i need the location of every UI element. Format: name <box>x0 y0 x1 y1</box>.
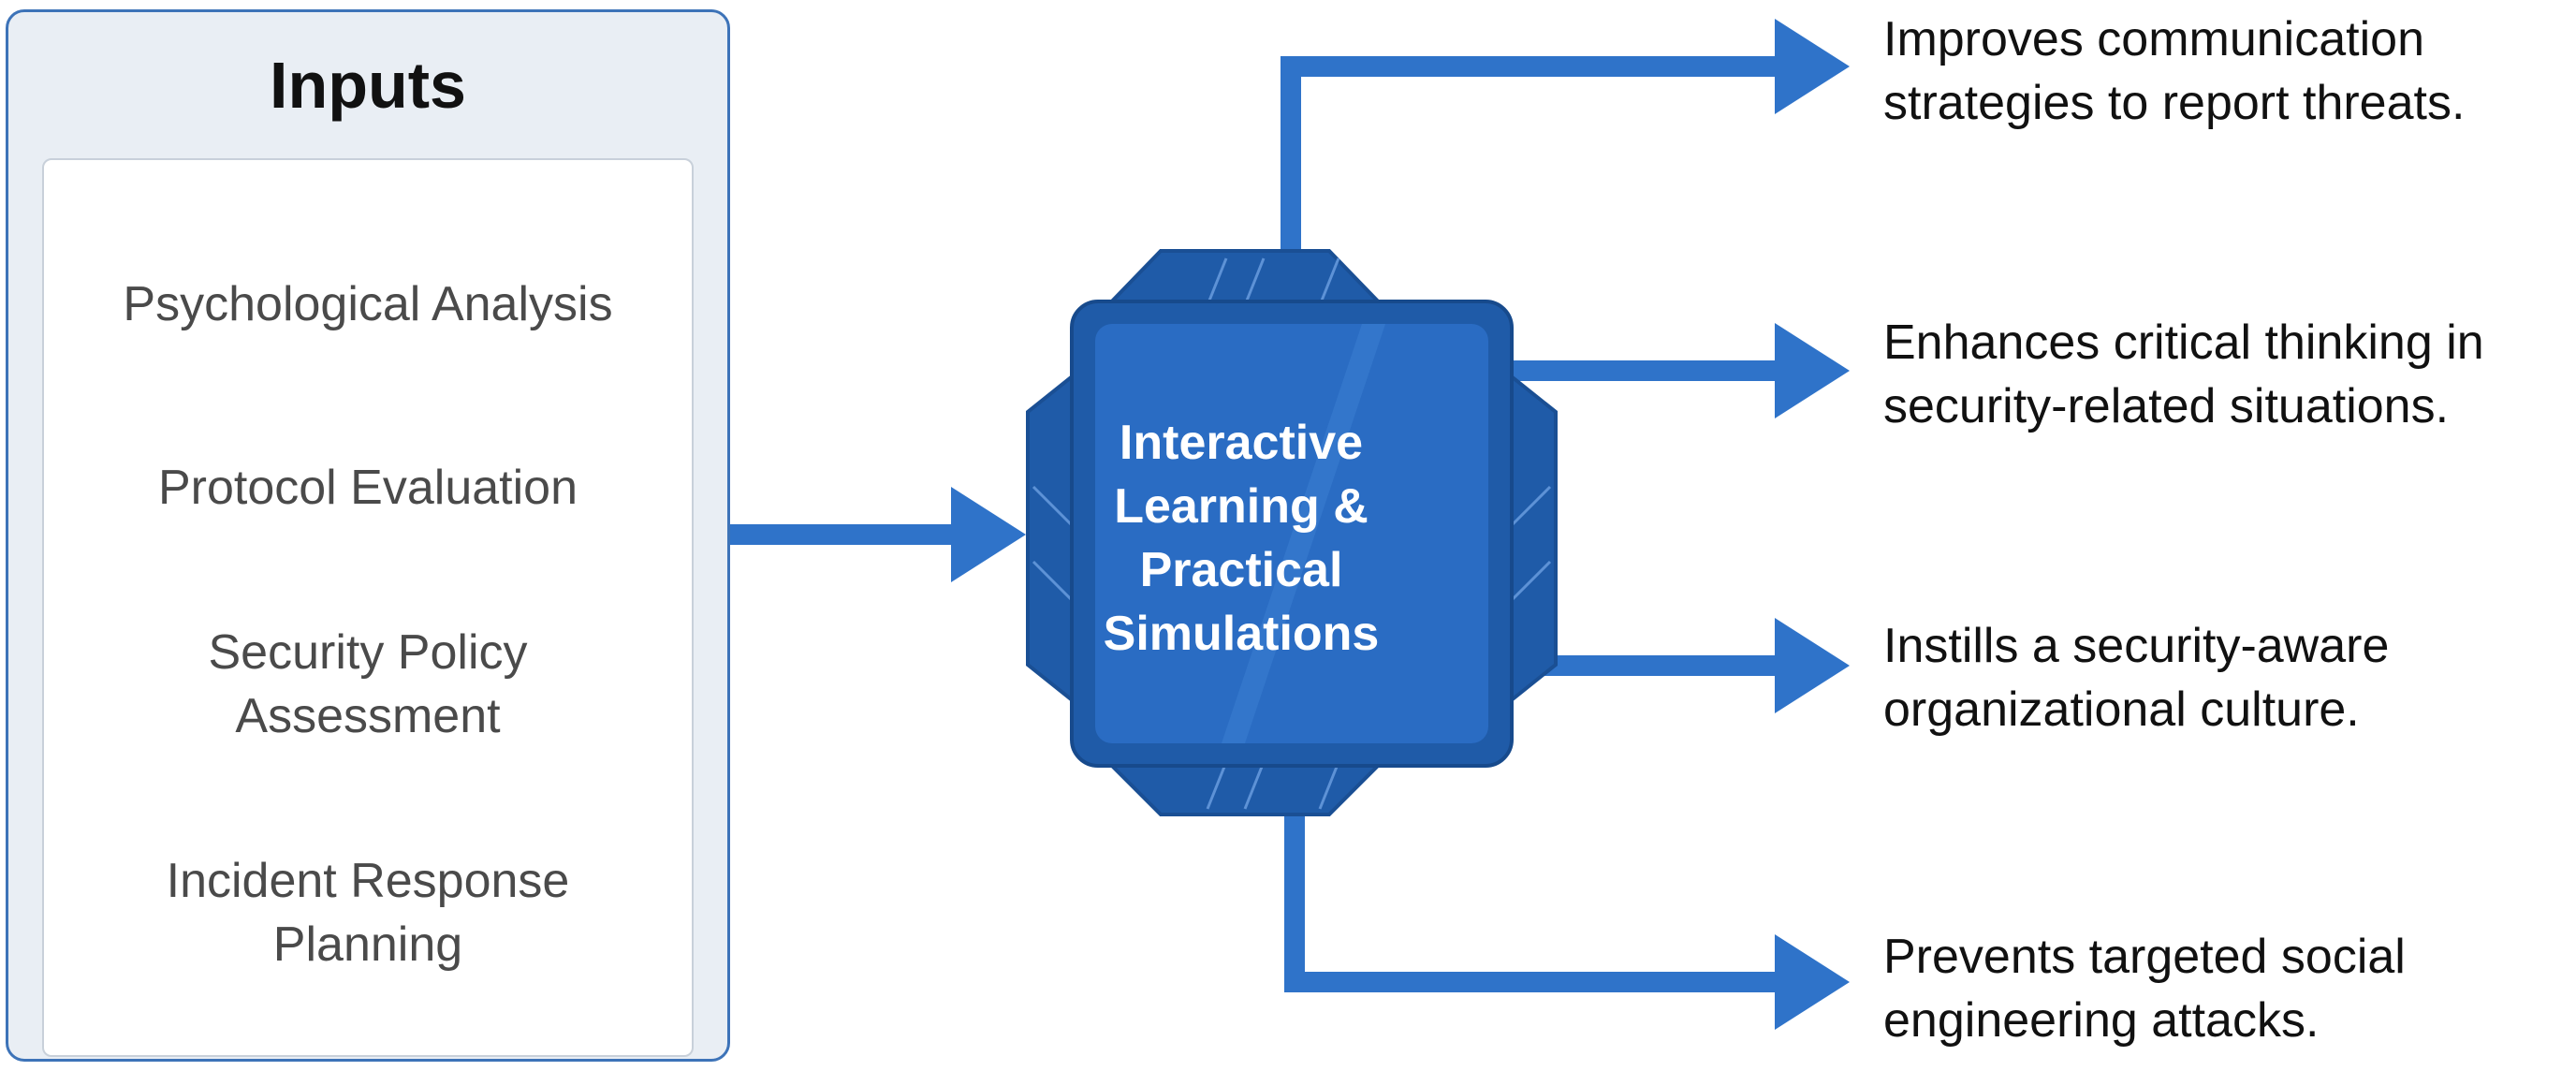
input-item-protocol-evaluation: Protocol Evaluation <box>157 461 578 515</box>
input-item-security-policy-assessment: Security Policy Assessment <box>208 625 528 743</box>
center-label: Interactive Learning & Practical Simulat… <box>1103 416 1380 661</box>
output-arrow-4 <box>1284 805 1850 1030</box>
hub-left-tab <box>1026 370 1076 707</box>
output-critical-thinking: Enhances critical thinking in security-r… <box>1883 315 2484 433</box>
output-prevent-attacks: Prevents targeted social engineering att… <box>1883 930 2406 1048</box>
hub-face-highlight <box>1222 324 1385 743</box>
output-communication: Improves communication strategies to rep… <box>1883 12 2466 130</box>
output-arrow-3 <box>1509 618 1850 713</box>
input-arrow <box>730 487 1026 582</box>
input-item-incident-response-planning: Incident Response Planning <box>166 854 570 972</box>
hub-circuit-lines <box>1032 257 1552 810</box>
output-arrow-2 <box>1509 323 1850 418</box>
inputs-panel: Inputs Psychological Analysis Protocol E… <box>6 9 730 1062</box>
simulation-hub <box>1026 249 1558 816</box>
inputs-title: Inputs <box>270 49 466 122</box>
hub-right-tab <box>1507 370 1558 707</box>
input-item-psychological-analysis: Psychological Analysis <box>123 277 613 331</box>
output-arrow-1 <box>1281 19 1850 262</box>
output-security-culture: Instills a security-aware organizational… <box>1883 619 2390 737</box>
inputs-card: Psychological Analysis Protocol Evaluati… <box>42 158 694 1057</box>
